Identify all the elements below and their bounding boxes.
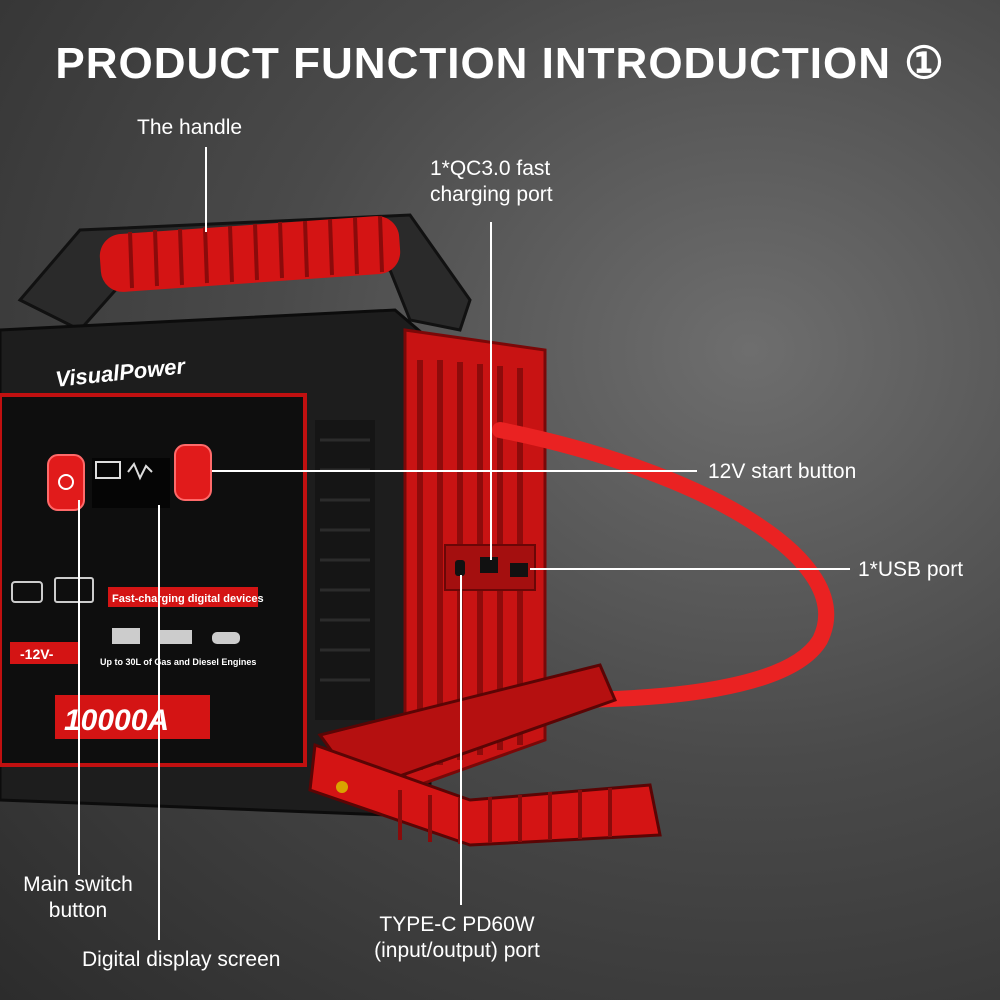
display-leader [158, 505, 160, 940]
car-icon [212, 632, 240, 644]
main-switch-button[interactable] [47, 454, 85, 511]
start-button-leader [212, 470, 697, 472]
qc-port[interactable] [480, 557, 498, 573]
main-switch-leader [78, 500, 80, 875]
handle [17, 213, 472, 332]
waveform-icon [127, 462, 153, 481]
front-panel: Fast-charging digital devices -12V- Up t… [10, 444, 264, 739]
peak-current-label: 10000A [64, 704, 169, 737]
callout-main-switch: Main switch button [15, 872, 141, 924]
handle-leader [205, 147, 207, 232]
digital-display [92, 458, 170, 508]
typec-leader [460, 575, 462, 905]
start-button[interactable] [174, 444, 212, 501]
callout-main-switch-line1: Main switch [23, 873, 133, 896]
phone-icon [11, 581, 43, 603]
callout-typec-port: TYPE-C PD60W (input/output) port [362, 912, 552, 964]
callout-typec-line2: (input/output) port [374, 939, 540, 962]
callout-usb-port: 1*USB port [858, 558, 964, 581]
callout-main-switch-line2: button [48, 899, 108, 922]
callout-handle: The handle [137, 116, 243, 139]
voltage-badge: -12V- [20, 646, 54, 662]
typec-port[interactable] [455, 560, 465, 576]
callout-qc-port-line1: 1*QC3.0 fast [430, 157, 551, 180]
semi-truck-icon [160, 630, 192, 644]
clamp-pivot-icon [336, 781, 348, 793]
callout-qc-port: 1*QC3.0 fast charging port [430, 156, 553, 208]
callout-start-button: 12V start button [708, 460, 857, 483]
callout-qc-port-line2: charging port [430, 183, 553, 206]
callout-typec-line1: TYPE-C PD60W [379, 913, 535, 936]
laptop-icon [54, 577, 94, 603]
truck-icon [112, 628, 140, 644]
engine-caption: Up to 30L of Gas and Diesel Engines [100, 657, 256, 667]
battery-icon [95, 461, 121, 479]
clamp-cable [492, 422, 835, 708]
usb-port[interactable] [510, 563, 528, 577]
callout-display: Digital display screen [82, 948, 281, 971]
usb-port-leader [530, 568, 850, 570]
side-port-panel [403, 328, 547, 793]
power-icon [58, 474, 74, 490]
page-title: PRODUCT FUNCTION INTRODUCTION ① [55, 39, 945, 88]
panel-caption: Fast-charging digital devices [112, 593, 264, 605]
qc-port-leader [490, 222, 492, 560]
